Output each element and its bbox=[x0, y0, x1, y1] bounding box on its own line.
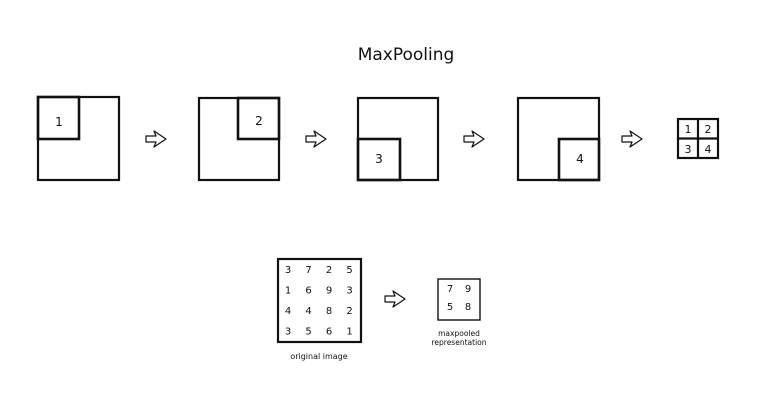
step-2-pool-window bbox=[236, 96, 281, 141]
original-cell-r1-c1: 3 bbox=[285, 265, 291, 276]
result-cell-3: 3 bbox=[685, 143, 692, 156]
step-3-label: 3 bbox=[375, 152, 383, 166]
arrow-2-icon bbox=[305, 130, 327, 148]
result-cell-1: 1 bbox=[685, 123, 692, 136]
original-cell-r1-c4: 5 bbox=[346, 265, 352, 276]
result-cell-4: 4 bbox=[705, 143, 712, 156]
original-cell-r2-c2: 6 bbox=[305, 286, 311, 297]
step-1-label: 1 bbox=[55, 115, 63, 129]
step-4-pool-window bbox=[557, 137, 601, 182]
arrow-1-icon bbox=[145, 130, 167, 148]
pooled-result-grid: 1 2 3 4 bbox=[676, 117, 720, 160]
step-2-feature-map: 2 bbox=[197, 96, 281, 182]
maxpooled-caption-line1: maxpooled bbox=[438, 329, 480, 338]
maxpooled-cell-r2-c2: 8 bbox=[465, 302, 471, 313]
step-3-pool-window bbox=[356, 137, 402, 182]
maxpooled-cell-r2-c1: 5 bbox=[447, 302, 453, 313]
result-cell-2: 2 bbox=[705, 123, 712, 136]
step-3-feature-map: 3 bbox=[356, 96, 440, 182]
original-image-matrix: 3 7 2 5 1 6 9 3 4 4 8 2 3 5 6 1 original image bbox=[276, 257, 363, 361]
original-cell-r3-c1: 4 bbox=[285, 306, 291, 317]
maxpooled-cell-r1-c2: 9 bbox=[465, 284, 471, 295]
original-cell-r4-c1: 3 bbox=[285, 327, 291, 338]
step-2-label: 2 bbox=[255, 114, 263, 128]
step-4-label: 4 bbox=[576, 152, 584, 166]
original-cell-r3-c4: 2 bbox=[346, 306, 352, 317]
original-cell-r2-c3: 9 bbox=[326, 286, 332, 297]
maxpooled-cell-r1-c1: 7 bbox=[447, 284, 453, 295]
arrow-4-icon bbox=[621, 130, 643, 148]
original-cell-r1-c2: 7 bbox=[305, 265, 311, 276]
original-cell-r2-c4: 3 bbox=[346, 286, 352, 297]
arrow-5-icon bbox=[384, 290, 406, 308]
original-cell-r4-c4: 1 bbox=[346, 327, 352, 338]
step-1-feature-map: 1 bbox=[36, 95, 121, 182]
original-cell-r3-c2: 4 bbox=[305, 306, 311, 317]
step-4-feature-map: 4 bbox=[516, 96, 601, 182]
original-image-caption: original image bbox=[290, 352, 347, 361]
diagram-title: MaxPooling bbox=[358, 45, 455, 65]
maxpooled-matrix: 7 9 5 8 maxpooled representation bbox=[431, 278, 487, 347]
original-cell-r4-c3: 6 bbox=[326, 327, 332, 338]
original-cell-r4-c2: 5 bbox=[305, 327, 311, 338]
arrow-3-icon bbox=[463, 130, 485, 148]
original-cell-r1-c3: 2 bbox=[326, 265, 332, 276]
original-cell-r3-c3: 8 bbox=[326, 306, 332, 317]
original-cell-r2-c1: 1 bbox=[285, 286, 291, 297]
step-1-pool-window bbox=[36, 95, 81, 141]
maxpooled-caption-line2: representation bbox=[431, 338, 486, 347]
